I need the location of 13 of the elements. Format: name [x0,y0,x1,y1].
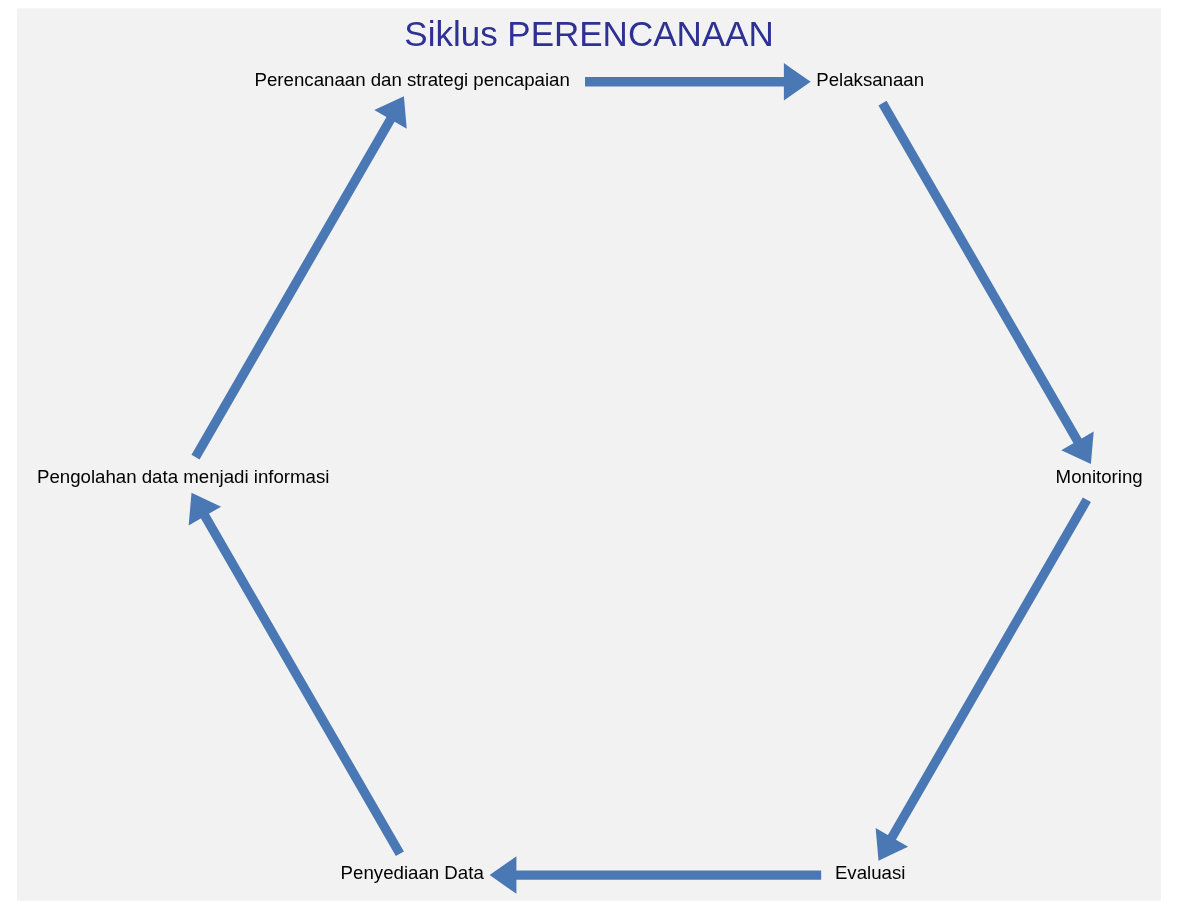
arrow [188,492,404,857]
node-text: Pelaksanaan [816,69,925,91]
arrow [878,100,1094,465]
arrow [489,856,822,894]
arrow [585,63,811,101]
node-text: Evaluasi [834,862,906,884]
node-text: Penyediaan Data [340,862,484,884]
arrow [191,96,407,460]
node-text: Monitoring [1055,465,1143,487]
arrow [875,497,1091,861]
node-text: Pengolahan data menjadi informasi [36,465,330,487]
node-text: Perencanaan dan strategi pencapaian [254,69,570,91]
diagram-title: Siklus PERENCANAAN [404,13,774,53]
